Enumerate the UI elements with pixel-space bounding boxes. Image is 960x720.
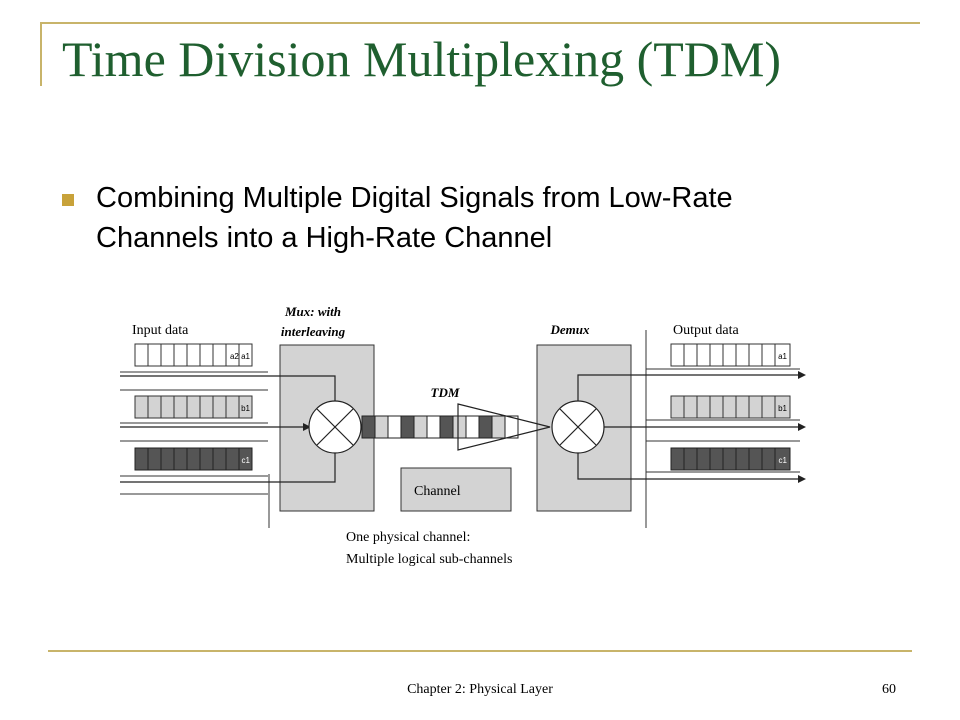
input-tag-b: b1 xyxy=(241,404,250,413)
tdm-funnel-shape xyxy=(457,403,551,451)
demux-output-arrowheads xyxy=(798,371,806,483)
input-lines xyxy=(120,371,268,495)
caption-line2: Multiple logical sub-channels xyxy=(346,552,512,567)
input-cells-b xyxy=(134,395,253,419)
input-data-label: Input data xyxy=(132,323,189,338)
bullet-square-icon xyxy=(62,194,74,206)
footer-chapter: Chapter 2: Physical Layer xyxy=(407,682,553,697)
input-tag-a: a2 a1 xyxy=(230,352,251,361)
mux-label-line1: Mux: with xyxy=(284,304,341,319)
footer-rule xyxy=(48,650,912,652)
page-number: 60 xyxy=(882,682,896,697)
mux-circle-icon xyxy=(308,400,362,454)
output-lines xyxy=(646,368,800,473)
output-cells-c xyxy=(670,447,791,471)
bullet-text: Combining Multiple Digital Signals from … xyxy=(96,182,733,254)
output-tag-a: a1 xyxy=(778,352,787,361)
tdm-label: TDM xyxy=(431,385,460,400)
frame-top-rule xyxy=(40,22,920,24)
slide-title: Time Division Multiplexing (TDM) xyxy=(62,31,782,87)
input-cells-c xyxy=(134,447,253,471)
tdm-stream-cells xyxy=(361,415,519,439)
output-tag-c: c1 xyxy=(779,456,788,465)
input-cells-a xyxy=(134,343,253,367)
demux-circle-icon xyxy=(551,400,605,454)
demux-output-lines xyxy=(577,374,800,480)
output-cells-a xyxy=(670,343,791,367)
output-tag-b: b1 xyxy=(778,404,787,413)
demux-label: Demux xyxy=(550,322,591,337)
channel-label: Channel xyxy=(414,484,461,499)
mux-label-line2: interleaving xyxy=(281,324,346,339)
frame-left-rule xyxy=(40,22,42,86)
output-cells-b xyxy=(670,395,791,419)
input-tag-c: c1 xyxy=(242,456,251,465)
mux-input-arrows xyxy=(120,375,336,483)
channel-box xyxy=(400,467,512,512)
output-data-label: Output data xyxy=(673,323,739,338)
caption-line1: One physical channel: xyxy=(346,530,470,545)
